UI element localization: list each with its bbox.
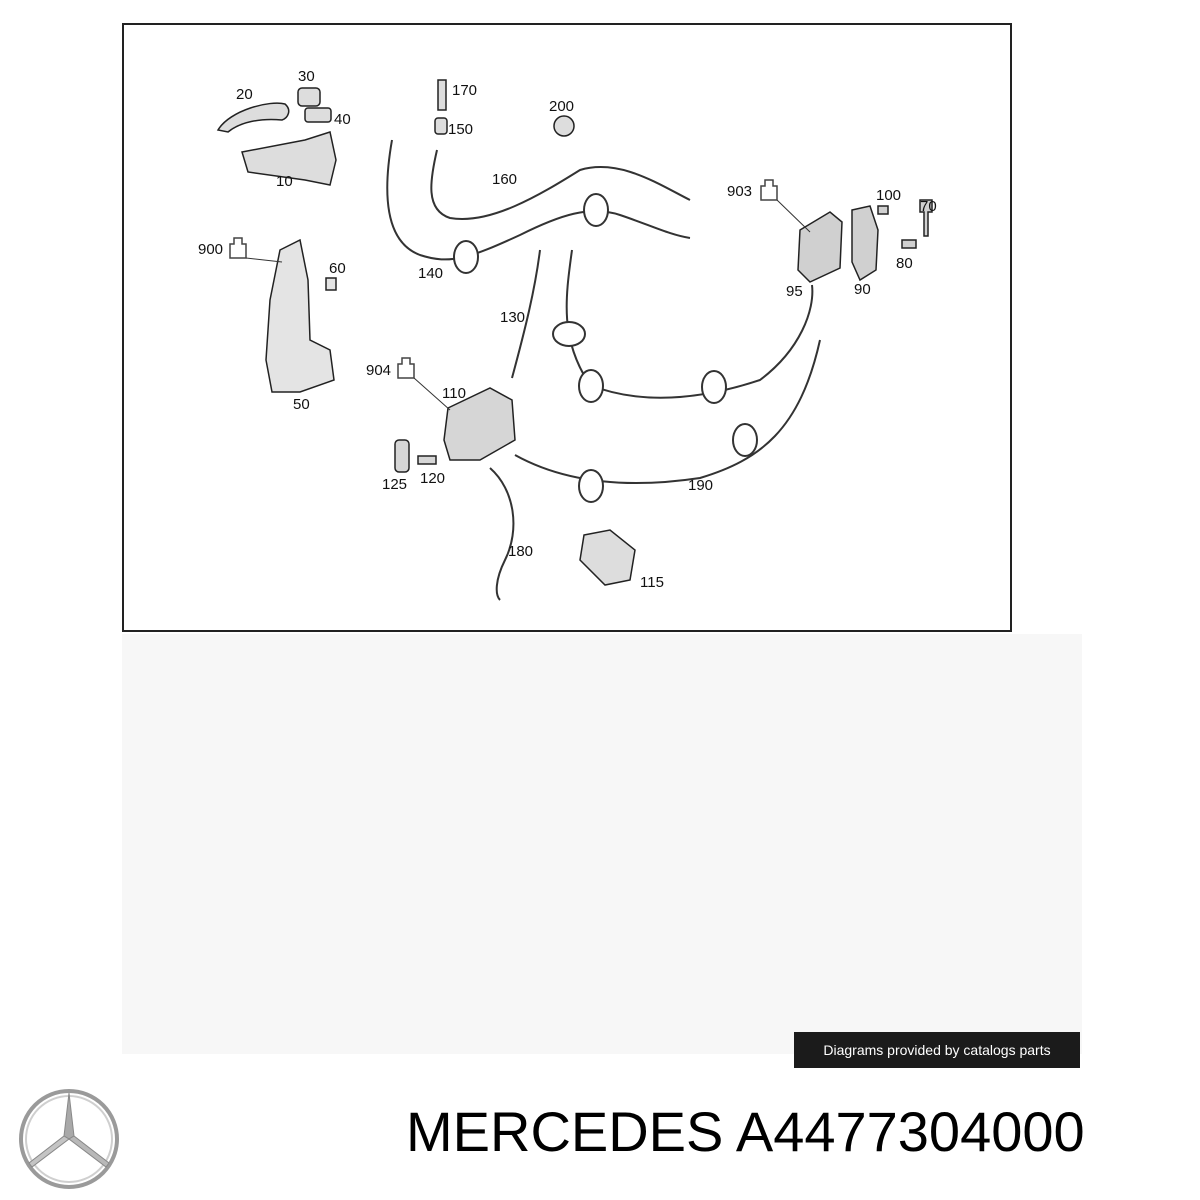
callout-900: 900 bbox=[198, 241, 223, 258]
carrier-10 bbox=[241, 131, 337, 186]
lock-95 bbox=[797, 211, 843, 283]
flag-904-icon bbox=[397, 357, 415, 379]
callout-120: 120 bbox=[420, 470, 445, 487]
callout-90: 90 bbox=[854, 281, 871, 298]
handle-20 bbox=[216, 102, 290, 133]
cable-ring bbox=[565, 249, 814, 399]
part-125 bbox=[394, 439, 410, 473]
bracket-50 bbox=[265, 238, 335, 393]
callout-60: 60 bbox=[329, 260, 346, 277]
grommet bbox=[701, 370, 727, 404]
part-40 bbox=[304, 107, 332, 123]
screw-60 bbox=[325, 277, 337, 291]
callout-180: 180 bbox=[508, 543, 533, 560]
watermark-label: Diagrams provided by catalogs parts bbox=[794, 1032, 1080, 1068]
callout-140: 140 bbox=[418, 265, 443, 282]
grommet bbox=[578, 469, 604, 503]
cable-130 bbox=[511, 249, 541, 379]
grommet bbox=[453, 240, 479, 274]
part-title: MERCEDES A4477304000 bbox=[406, 1104, 1085, 1160]
lock-110 bbox=[443, 387, 516, 461]
flag-903-icon bbox=[760, 179, 778, 201]
cable-140 bbox=[386, 139, 691, 261]
callout-130: 130 bbox=[500, 309, 525, 326]
callout-110: 110 bbox=[442, 385, 466, 402]
part-30 bbox=[297, 87, 321, 107]
callout-50: 50 bbox=[293, 396, 310, 413]
parts-diagram: 20 30 40 10 170 150 200 160 903 100 70 8… bbox=[198, 68, 937, 601]
part-150 bbox=[434, 117, 448, 135]
grommet bbox=[583, 193, 609, 227]
part-170 bbox=[437, 79, 447, 111]
callout-70: 70 bbox=[920, 198, 937, 215]
callout-125: 125 bbox=[382, 476, 407, 493]
cover-115 bbox=[579, 529, 636, 586]
flag-900-icon bbox=[229, 237, 247, 259]
callout-904: 904 bbox=[366, 362, 391, 379]
background-panel bbox=[122, 634, 1082, 1054]
callout-95: 95 bbox=[786, 283, 803, 300]
part-200 bbox=[553, 115, 575, 137]
callout-20: 20 bbox=[236, 86, 253, 103]
brand-name: MERCEDES bbox=[406, 1100, 724, 1163]
bolt-80 bbox=[901, 239, 917, 249]
bolt-120 bbox=[417, 455, 437, 465]
cable-190 bbox=[514, 339, 821, 485]
part-number: A4477304000 bbox=[735, 1100, 1085, 1163]
screw-100 bbox=[877, 205, 889, 215]
callout-190: 190 bbox=[688, 477, 713, 494]
grommet bbox=[732, 423, 758, 457]
callout-30: 30 bbox=[298, 68, 315, 85]
grommet bbox=[552, 321, 586, 347]
callout-10: 10 bbox=[276, 173, 293, 190]
callout-40: 40 bbox=[334, 111, 351, 128]
callout-115: 115 bbox=[640, 574, 664, 591]
callout-150: 150 bbox=[448, 121, 473, 138]
mercedes-star-logo-icon bbox=[19, 1089, 119, 1189]
pin-70 bbox=[919, 199, 933, 237]
callout-100: 100 bbox=[876, 187, 901, 204]
grommet bbox=[578, 369, 604, 403]
callout-80: 80 bbox=[896, 255, 913, 272]
part-90 bbox=[851, 205, 879, 282]
callout-200: 200 bbox=[549, 98, 574, 115]
callout-170: 170 bbox=[452, 82, 477, 99]
cable-180 bbox=[489, 467, 515, 601]
cable-160 bbox=[430, 149, 691, 220]
callout-160: 160 bbox=[492, 171, 517, 188]
callout-903: 903 bbox=[727, 183, 752, 200]
